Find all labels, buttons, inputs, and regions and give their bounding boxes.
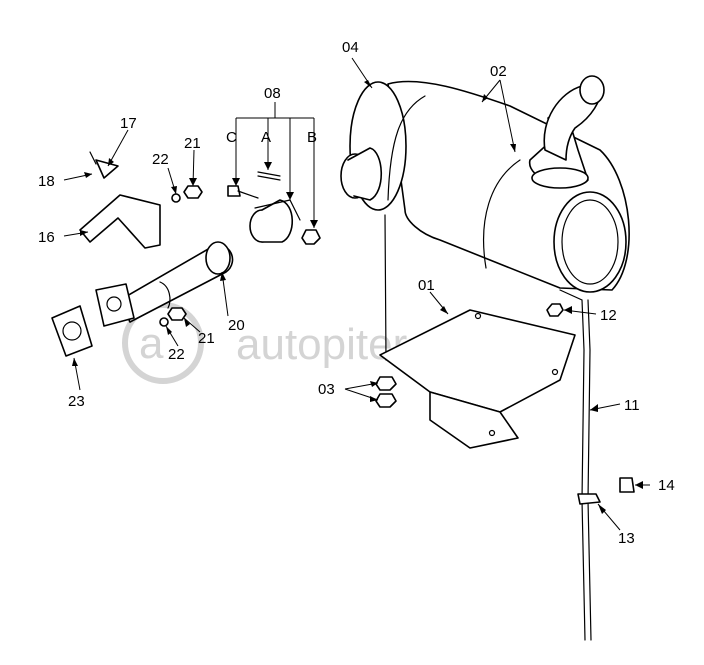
- callout-12: 12: [600, 307, 617, 324]
- callout-20: 20: [228, 317, 245, 334]
- flange-16: [79, 194, 161, 327]
- callout-22-upper: 22: [152, 151, 169, 168]
- callout-A: A: [261, 129, 271, 146]
- arrowheads: [72, 80, 643, 514]
- callouts: 04 02 08 C A B 17 21 22 18 16 01 12 20 2…: [38, 39, 675, 547]
- bolt-14: [619, 477, 635, 493]
- washer-22-lower: [159, 317, 169, 327]
- nut-12: [546, 303, 564, 317]
- callout-B: B: [307, 129, 317, 146]
- callout-02: 02: [490, 63, 507, 80]
- exhaust-pipe-20: [119, 241, 234, 323]
- callout-21-upper: 21: [184, 135, 201, 152]
- clamp-joint: [249, 199, 301, 243]
- nut-21-lower: [167, 307, 187, 321]
- plate-17: [95, 159, 119, 179]
- bracket-01: [379, 309, 576, 449]
- washer-22: [171, 193, 181, 203]
- pin-18: [89, 151, 97, 165]
- gasket-23: [51, 305, 93, 357]
- callout-13: 13: [618, 530, 635, 547]
- callout-18: 18: [38, 173, 55, 190]
- svg-text:a: a: [139, 319, 164, 368]
- clamp-13: [577, 493, 601, 505]
- callout-14: 14: [658, 477, 675, 494]
- mounting-rod-left: [384, 214, 387, 361]
- callout-03: 03: [318, 381, 335, 398]
- hardware-08: [227, 171, 321, 245]
- nut-21: [183, 185, 203, 199]
- callout-04: 04: [342, 39, 359, 56]
- callout-22-lower: 22: [168, 346, 185, 363]
- callout-11: 11: [624, 397, 640, 414]
- muffler-04: [340, 75, 630, 293]
- callout-23: 23: [68, 393, 85, 410]
- callout-16: 16: [38, 229, 55, 246]
- nut-03: [375, 376, 397, 408]
- callout-C: C: [226, 129, 237, 146]
- pipe-11: [559, 289, 586, 641]
- callout-01: 01: [418, 277, 435, 294]
- callout-08: 08: [264, 85, 281, 102]
- callout-21-lower: 21: [198, 330, 215, 347]
- callout-17: 17: [120, 115, 137, 132]
- leader-lines: [63, 57, 650, 531]
